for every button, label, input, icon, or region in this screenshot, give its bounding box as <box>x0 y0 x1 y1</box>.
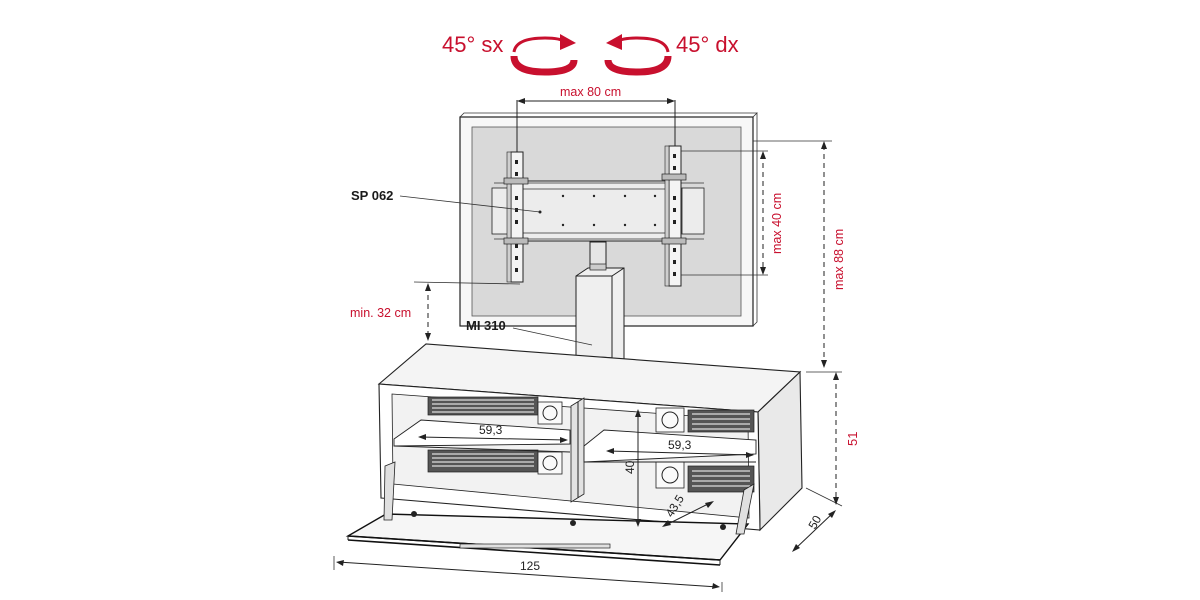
wall-bracket <box>491 145 705 287</box>
right-vent-grilles <box>655 407 755 493</box>
compartment-height-dimension: 40 <box>623 409 641 527</box>
shelf-right-dimension: 59,3 <box>606 438 754 458</box>
column-part-label: MI 310 <box>466 318 506 333</box>
rotation-left-group: 45° sx <box>442 32 578 76</box>
bracket-width-dimension: max 80 cm <box>516 85 676 160</box>
cabinet-width-label: 125 <box>520 559 540 573</box>
shelf-right-width-label: 59,3 <box>668 438 692 452</box>
min-clearance-label: min. 32 cm <box>350 306 411 320</box>
cabinet-height-label: 51 <box>845 432 860 446</box>
shelf-left-dimension: 59,3 <box>418 423 568 443</box>
min-clearance-dimension: min. 32 cm <box>350 281 521 341</box>
rotate-right-arrow-icon <box>604 34 672 76</box>
tv-cabinet <box>345 343 803 566</box>
cabinet-width-dimension: 125 <box>333 556 723 592</box>
rotate-left-arrow-icon <box>510 34 578 76</box>
rotation-right-label: 45° dx <box>676 32 739 57</box>
left-vent-grilles <box>427 396 563 475</box>
bracket-height-label: max 40 cm <box>770 193 784 254</box>
cabinet-depth-label: 50 <box>805 513 824 532</box>
door-stay-right <box>735 483 755 535</box>
rotation-left-label: 45° sx <box>442 32 503 57</box>
shelf-left-width-label: 59,3 <box>479 423 503 437</box>
total-height-dimension: max 88 cm <box>753 140 846 368</box>
bracket-height-dimension: max 40 cm <box>681 150 784 276</box>
bracket-part-label: SP 062 <box>351 188 393 203</box>
total-height-label: max 88 cm <box>832 229 846 290</box>
cabinet-depth-dimension: 50 <box>792 510 836 552</box>
bracket-width-label: max 80 cm <box>560 85 621 99</box>
rotation-right-group: 45° dx <box>604 32 739 76</box>
compartment-height-label: 40 <box>623 460 637 474</box>
cabinet-height-dimension: 51 <box>805 371 860 507</box>
door-stay-left <box>383 461 396 521</box>
